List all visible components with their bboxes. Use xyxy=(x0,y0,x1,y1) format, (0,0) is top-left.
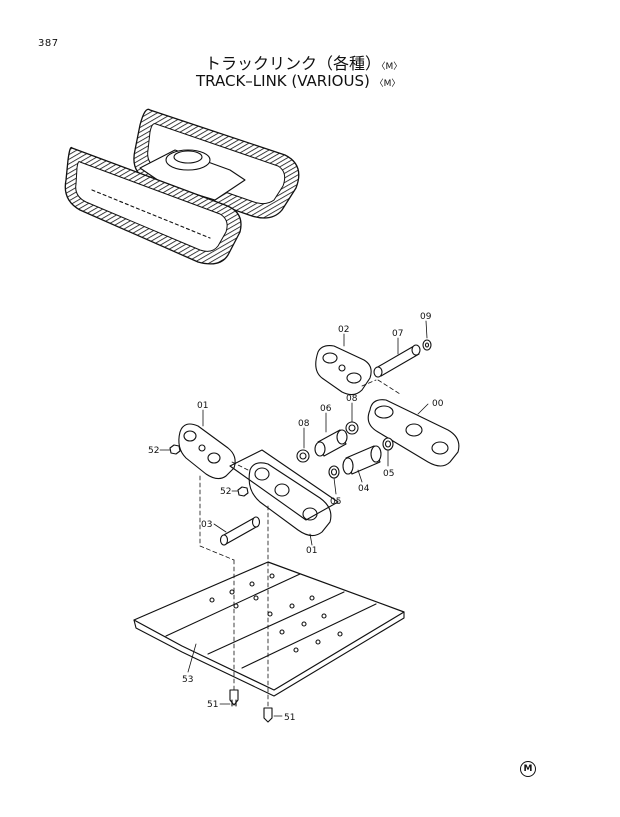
link-01-lower xyxy=(248,462,332,537)
dashed-alignment-lines xyxy=(199,379,401,709)
callout-09: 09 xyxy=(420,312,432,322)
leader-lines xyxy=(159,320,429,717)
callout-52-upper: 52 xyxy=(148,446,159,456)
callout-00: 00 xyxy=(432,399,444,409)
footer-mark-circle: M xyxy=(520,761,536,777)
callout-52-lower: 52 xyxy=(220,487,231,497)
title-japanese-text: トラックリンク（各種） xyxy=(205,54,382,73)
crawler-track-right-inner xyxy=(147,123,286,205)
callout-02: 02 xyxy=(338,325,349,335)
bushing-06 xyxy=(314,429,348,457)
track-roller-line xyxy=(91,189,211,239)
callout-06: 06 xyxy=(320,404,332,414)
title-japanese-mark: 〈M〉 xyxy=(381,62,403,72)
callout-01-lower: 01 xyxy=(306,546,317,556)
callout-08-left: 08 xyxy=(298,419,310,429)
callout-08-right: 08 xyxy=(346,394,358,404)
assembly-outline xyxy=(229,449,339,521)
pin-07 xyxy=(373,344,421,378)
crawler-track-left-inner xyxy=(75,161,228,252)
callout-05-left: 05 xyxy=(330,497,341,507)
title-english-mark: 〈M〉 xyxy=(374,79,401,89)
track-shoe-plate xyxy=(133,561,405,723)
callout-labels: 02 07 09 00 08 06 08 01 52 52 03 01 05 0… xyxy=(148,312,444,723)
nut-52-upper xyxy=(169,444,181,455)
title-english-text: TRACK–LINK (VARIOUS) xyxy=(196,72,370,90)
callout-05-right: 05 xyxy=(383,469,394,479)
callout-53: 53 xyxy=(182,675,193,685)
swing-bearing-inner xyxy=(173,150,203,164)
callout-03: 03 xyxy=(201,520,212,530)
callout-51-left: 51 xyxy=(207,700,218,710)
track-link-assembly xyxy=(169,339,460,546)
callout-04: 04 xyxy=(358,484,370,494)
title-japanese: トラックリンク（各種）〈M〉 xyxy=(205,50,402,74)
shoe-bolt-holes xyxy=(209,573,343,653)
callout-51-right: 51 xyxy=(284,713,295,723)
callout-07: 07 xyxy=(392,329,403,339)
nut-52-lower xyxy=(237,486,249,497)
bolt-51-right xyxy=(263,707,273,723)
link-01-upper xyxy=(178,423,236,480)
link-00 xyxy=(367,399,460,467)
page-number: 387 xyxy=(38,38,59,49)
link-02 xyxy=(315,345,372,396)
undercarriage-overview xyxy=(64,108,300,265)
callout-01-upper: 01 xyxy=(197,401,208,411)
bushing-04 xyxy=(342,445,382,475)
bolt-51-left xyxy=(229,689,239,707)
pin-03 xyxy=(219,516,261,546)
title-english: TRACK–LINK (VARIOUS) 〈M〉 xyxy=(196,72,400,90)
